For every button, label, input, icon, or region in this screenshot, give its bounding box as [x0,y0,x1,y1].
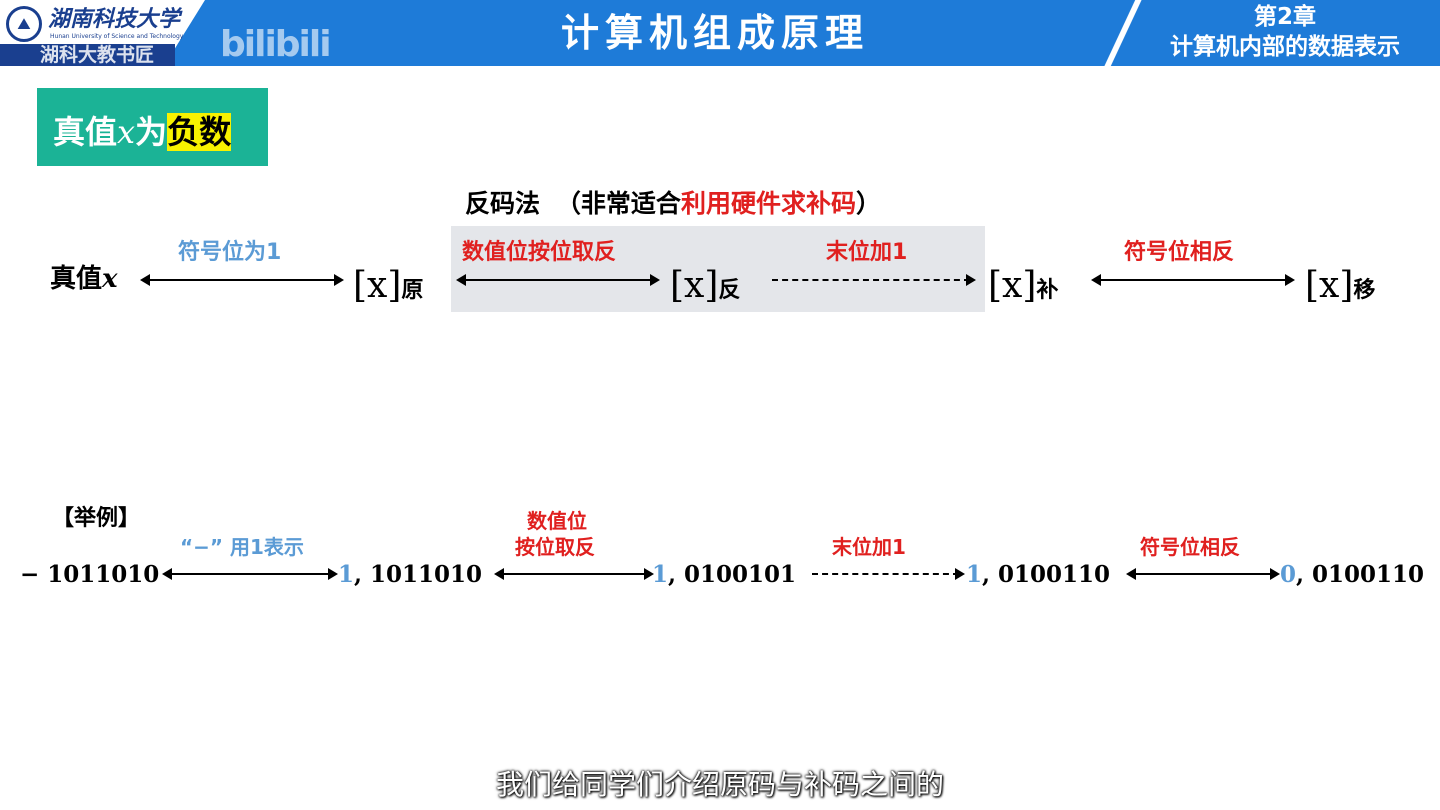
method-note-red: 利用硬件求补码 [680,189,856,218]
header-bar [0,0,1440,66]
university-name-en: Hunan University of Science and Technolo… [50,33,184,40]
topic-box: 真值x为负数 [37,88,268,166]
topic-highlight: 负数 [167,113,232,151]
arrow-label: 按位取反 [515,535,595,559]
arrow-label: 数值位按位取反 [462,240,617,265]
topic-text: 为 [135,113,168,151]
double-arrow [456,274,660,286]
example-value-4: 0, 0100110 [1280,561,1425,588]
divider [1103,0,1143,66]
arrow-label: 末位加1 [832,535,906,559]
topic-text: 真值 [53,113,118,151]
arrow-label: 符号位相反 [1140,535,1240,559]
example-value-0: − 1011010 [20,561,160,588]
x-original: [x]原 [353,265,424,306]
chapter-label: 第2章 计算机内部的数据表示 [1140,2,1430,62]
double-arrow [494,568,654,580]
chapter-number: 第2章 [1253,4,1316,30]
example-label: 【举例】 [52,506,141,531]
bilibili-watermark: bilibili [220,24,332,65]
method-name: 反码法 [465,189,541,218]
double-arrow [1126,568,1280,580]
arrow-label: 数值位 [527,509,587,533]
university-seal-icon: ⛰ [6,6,42,42]
topic-var: x [117,113,136,151]
example-value-2: 1, 0100101 [652,561,797,588]
page-title: 计算机组成原理 [560,11,869,55]
example-value-1: 1, 1011010 [338,561,483,588]
double-arrow [140,274,344,286]
method-heading: 反码法 （非常适合利用硬件求补码） [465,189,881,219]
arrow-label: “−” 用1表示 [180,535,304,559]
logo-band [0,44,175,66]
double-arrow [1091,274,1295,286]
chapter-title: 计算机内部的数据表示 [1170,34,1400,60]
arrow-label: 末位加1 [826,240,908,265]
x-ones-complement: [x]反 [670,265,741,306]
watermark: 湖科大教书匠 [40,44,155,66]
university-name: 湖南科技大学 [48,6,181,32]
method-note: ） [855,189,881,218]
true-value-label: 真值x [50,264,118,294]
arrow-label: 符号位相反 [1124,240,1235,265]
double-arrow [162,568,338,580]
video-subtitle: 我们给同学们介绍原码与补码之间的 [495,768,944,801]
x-twos-complement: [x]补 [988,265,1059,306]
highlight-region [451,226,985,312]
arrow-label: 符号位为1 [178,240,282,265]
example-value-3: 1, 0100110 [966,561,1111,588]
dashed-arrow [812,568,965,580]
dashed-arrow [772,274,976,286]
x-offset: [x]移 [1305,265,1376,306]
method-note: （非常适合 [555,189,681,218]
